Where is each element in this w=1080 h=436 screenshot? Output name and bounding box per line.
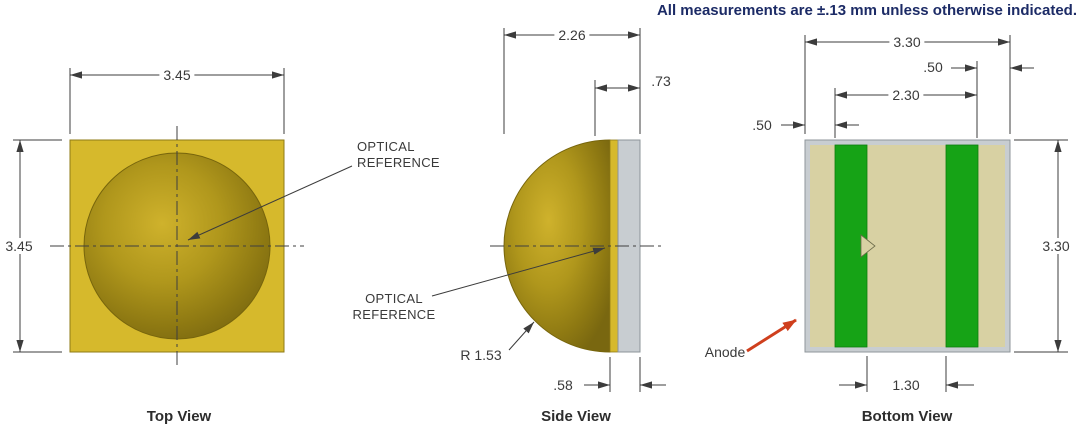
- top-view-centerlines: [50, 126, 304, 368]
- top-view-width-dimension: 3.45: [159, 67, 195, 83]
- anode-polarity-notch: [860, 234, 876, 258]
- bottom-view-width-dimension: 3.30: [889, 34, 925, 50]
- cathode-pad: [945, 144, 979, 348]
- bottom-view-pad-gap-dimension: 1.30: [892, 377, 920, 393]
- anode-label: Anode: [704, 344, 746, 360]
- bottom-view-pad-span-dimension: 2.30: [888, 87, 924, 103]
- bottom-view-height-dimension: 3.30: [1038, 238, 1074, 254]
- anode-arrow: [746, 318, 797, 353]
- optical-reference-leader-side: [431, 247, 606, 297]
- bottom-view-package-body: [804, 139, 1011, 353]
- side-view-dome: [503, 139, 611, 353]
- tolerance-note: All measurements are ±.13 mm unless othe…: [656, 2, 1077, 19]
- optical-reference-label-side: OPTICAL REFERENCE: [352, 291, 436, 322]
- top-view-height-dimension: 3.45: [1, 238, 37, 254]
- side-view-radius-dimension: R 1.53: [460, 347, 502, 363]
- side-view-base-dimension: .58: [553, 377, 573, 393]
- side-view-total-width-dimension: 2.26: [554, 27, 590, 43]
- bottom-view-title: Bottom View: [861, 408, 953, 425]
- bottom-view-pad-edge-right-dimension: .50: [923, 59, 943, 75]
- side-view-title: Side View: [541, 408, 611, 425]
- optical-reference-leader-top: [187, 165, 353, 241]
- side-view-substrate-dimension: .73: [651, 73, 671, 89]
- top-view-title: Top View: [146, 408, 212, 425]
- radius-leader: [508, 321, 535, 351]
- optical-reference-label-top: OPTICAL REFERENCE: [357, 139, 440, 170]
- bottom-view-pad-edge-left-dimension: .50: [752, 117, 772, 133]
